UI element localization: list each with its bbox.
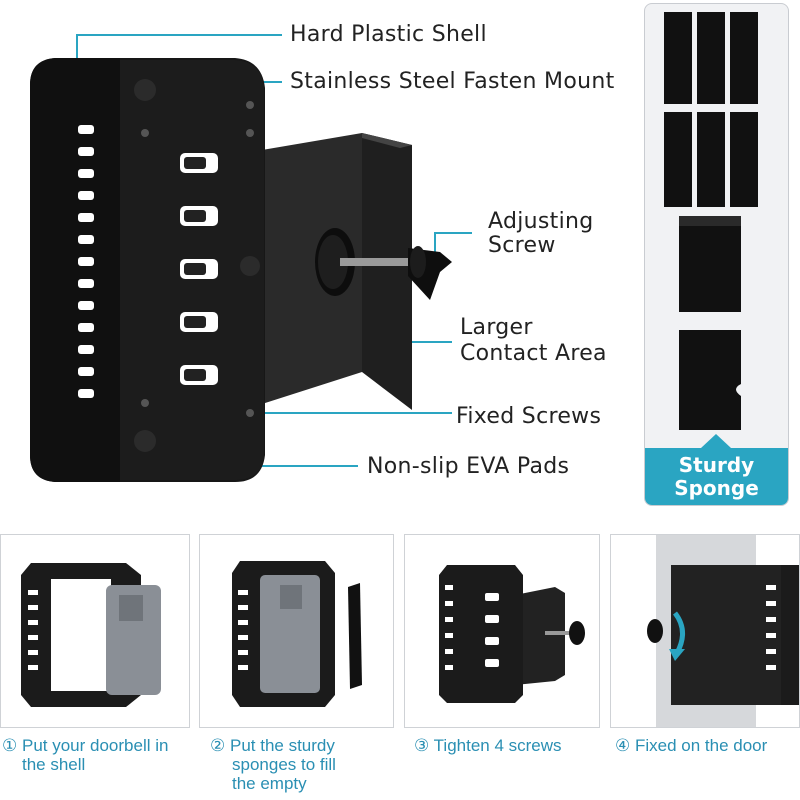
step-2-text-line1: Put the sturdy	[229, 736, 335, 755]
step-4-text-line1: Fixed on the door	[634, 736, 768, 755]
sturdy-sponge-line1: Sturdy	[678, 453, 755, 477]
label-hard-plastic-shell: Hard Plastic Shell	[290, 22, 487, 47]
step-2-number: ②	[210, 736, 226, 755]
step-2-text-line3: the empty	[232, 774, 307, 793]
step-4-number: ④	[615, 736, 631, 755]
label-contact-area-line1: Larger	[460, 315, 533, 340]
label-adjusting-screw-line1: Adjusting	[488, 209, 594, 234]
step-3-text-line1: Tighten 4 screws	[433, 736, 562, 755]
step-3-number: ③	[414, 736, 430, 755]
step-1-text-line2: the shell	[22, 755, 86, 774]
sturdy-sponge-line2: Sponge	[674, 476, 759, 500]
step-1-number: ①	[2, 736, 18, 755]
label-steel-fasten-mount: Stainless Steel Fasten Mount	[290, 69, 615, 94]
product-illustration	[30, 34, 472, 482]
label-contact-area-line2: Contact Area	[460, 341, 607, 366]
step-1-image	[0, 534, 190, 728]
step-3-caption: ③ Tighten 4 screws	[414, 736, 562, 755]
step-2-image	[199, 534, 394, 728]
step-2-text-line2: sponges to fill	[232, 755, 336, 774]
label-fixed-screws: Fixed Screws	[456, 404, 602, 429]
step-4-caption: ④ Fixed on the door	[615, 736, 767, 755]
sponge-strips-image	[664, 12, 758, 430]
sturdy-sponge-badge: Sturdy Sponge	[645, 434, 788, 505]
step-2-caption: ② Put the sturdy sponges to fill the emp…	[210, 736, 336, 793]
step-1-text-line1: Put your doorbell in	[21, 736, 169, 755]
label-eva-pads: Non-slip EVA Pads	[367, 454, 570, 479]
sponge-panel: Sturdy Sponge	[644, 3, 789, 506]
step-4-image	[610, 534, 800, 728]
label-adjusting-screw-line2: Screw	[488, 233, 556, 258]
step-3-image	[404, 534, 600, 728]
step-1-caption: ① Put your doorbell in the shell	[2, 736, 168, 774]
